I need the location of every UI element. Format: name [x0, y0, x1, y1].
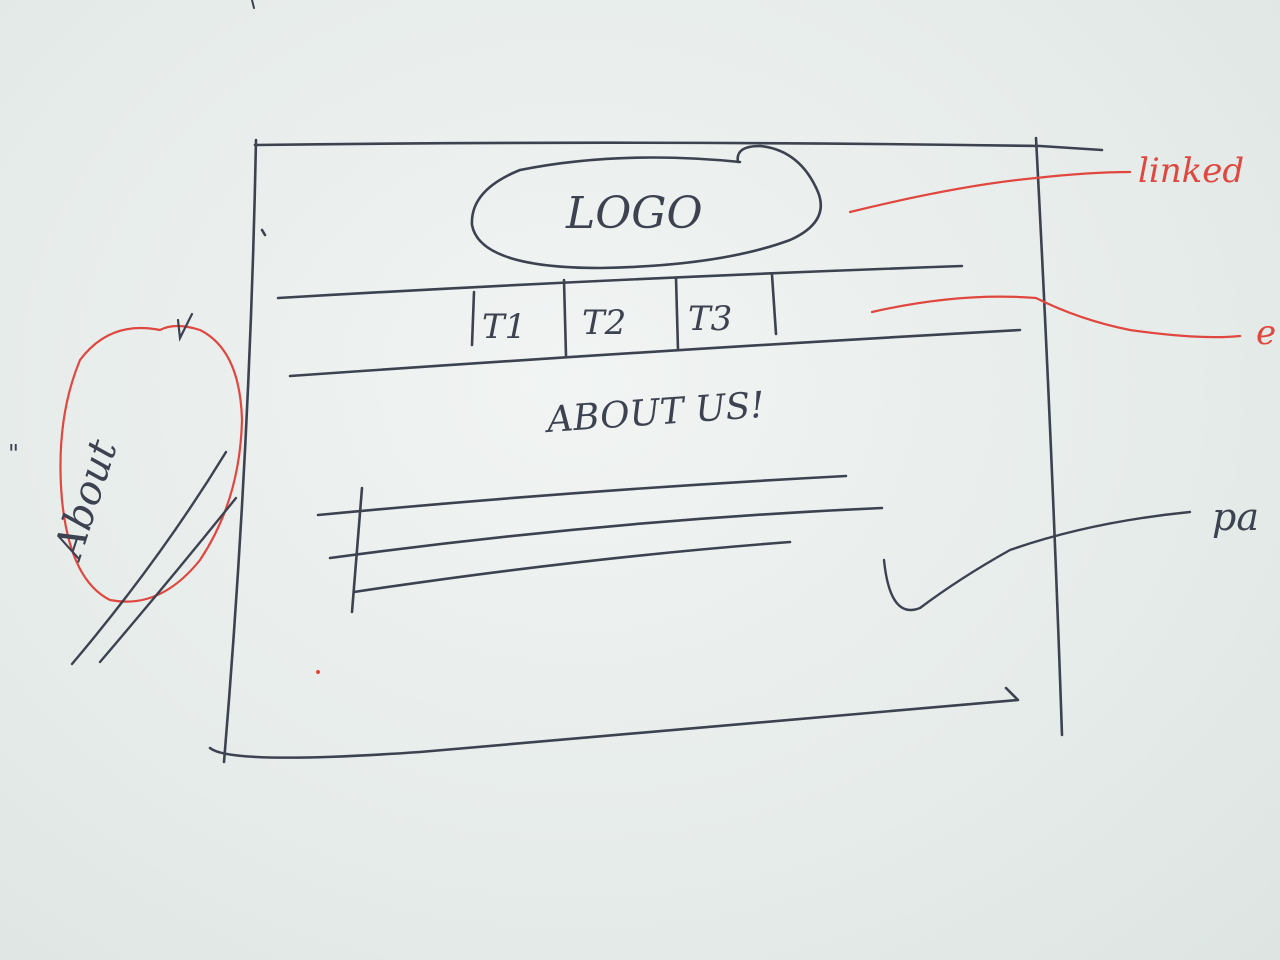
paragraph-line-2: [328, 506, 884, 560]
side-note-about: About: [45, 433, 127, 566]
tab-separator-3: [674, 276, 680, 352]
tab-separator-1: [470, 290, 476, 347]
strike-line-1: [70, 450, 228, 666]
tabs-annotation: e: [1256, 313, 1276, 353]
frame-top-edge: [253, 141, 1104, 152]
header-divider-upper: [260, 228, 267, 237]
paragraph-annotation: pa: [1212, 495, 1259, 539]
frame-bottom-edge: [208, 686, 1020, 759]
frame-right-edge: [1034, 136, 1064, 737]
paragraph-bracket: [350, 486, 364, 614]
paragraph-line-1: [316, 474, 848, 517]
side-note-circle: [59, 324, 244, 603]
tab-separator-4: [770, 273, 778, 336]
logo-label: LOGO: [565, 188, 703, 239]
side-quote-mark: ": [8, 440, 19, 468]
about-us-heading: ABOUT US!: [543, 385, 766, 441]
linked-connector: [848, 170, 1132, 214]
tab-separator-2: [562, 278, 568, 358]
frame-left-edge: [222, 138, 258, 764]
nav-divider: [288, 328, 1022, 378]
paragraph-connector: [882, 510, 1192, 612]
strike-line-2: [98, 496, 238, 664]
linked-annotation: linked: [1138, 151, 1244, 191]
tab-t2[interactable]: T2: [582, 303, 626, 343]
tab-t3[interactable]: T3: [688, 299, 732, 339]
nav-tabs: T1 T2 T3: [482, 299, 732, 347]
logo-oval: [470, 144, 823, 270]
tab-t1[interactable]: T1: [482, 307, 526, 347]
side-note-tick: [176, 312, 194, 342]
red-dot: [316, 670, 320, 674]
header-divider: [276, 264, 964, 300]
stray-mark-top: [251, 0, 255, 9]
paragraph-line-3: [352, 540, 792, 594]
tabs-connector: [870, 295, 1242, 339]
